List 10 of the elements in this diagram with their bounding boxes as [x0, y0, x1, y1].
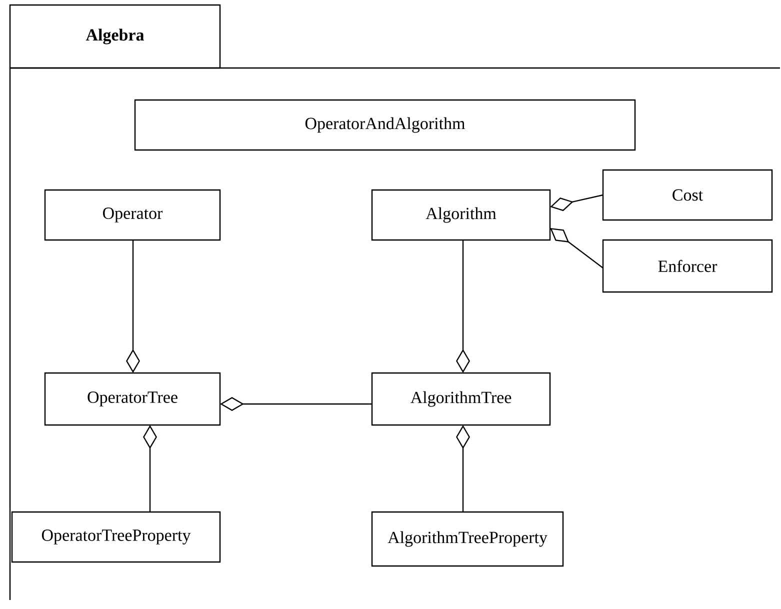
class-box: Cost: [602, 169, 773, 221]
class-box: Operator: [44, 189, 221, 241]
class-box: OperatorTreeProperty: [11, 511, 221, 563]
class-box: AlgorithmTreeProperty: [371, 511, 564, 567]
aggregation-line: [550, 228, 604, 268]
class-box: OperatorAndAlgorithm: [134, 99, 636, 151]
class-box: Algorithm: [371, 189, 551, 241]
class-box: Enforcer: [602, 239, 773, 293]
class-box: OperatorTree: [44, 372, 221, 426]
class-box: AlgorithmTree: [371, 372, 551, 426]
